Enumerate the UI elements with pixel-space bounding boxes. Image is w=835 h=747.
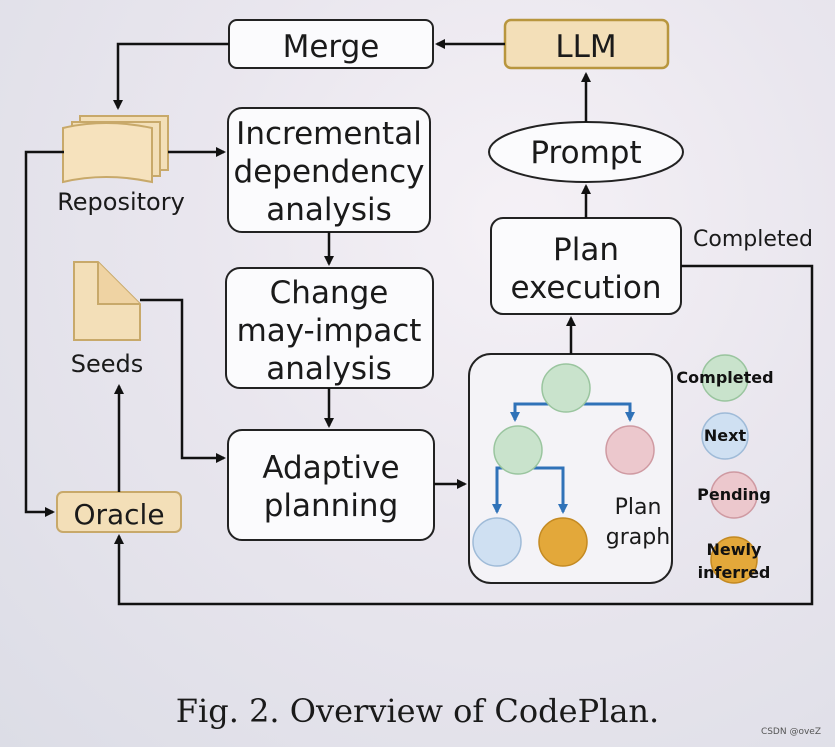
prompt-label: Prompt — [530, 135, 641, 171]
plan-execution-label-2: execution — [510, 270, 661, 306]
graph-node-newly-inferred — [538, 517, 588, 567]
seeds-icon — [73, 261, 141, 341]
legend-swatch-pending — [710, 471, 758, 519]
adaptive-label-1: Adaptive — [262, 450, 399, 486]
change-impact-box: Change may-impact analysis — [225, 267, 434, 389]
legend-pending-label: Pending — [697, 485, 771, 504]
plan-execution-label-1: Plan — [553, 232, 619, 268]
change-label-2: may-impact — [237, 313, 422, 349]
repository-label: Repository — [57, 188, 185, 216]
figure-caption: Fig. 2. Overview of CodePlan. — [175, 692, 660, 730]
codeplan-diagram: Merge LLM Prompt Plan execution Incremen… — [24, 18, 814, 606]
legend-swatch-completed — [701, 354, 749, 402]
graph-node-pending — [605, 425, 655, 475]
graph-node-completed-root — [541, 363, 591, 413]
prompt-ellipse: Prompt — [488, 121, 684, 183]
merge-label: Merge — [283, 29, 380, 65]
change-label-3: analysis — [266, 351, 392, 387]
legend-next-label: Next — [704, 426, 747, 445]
arrow-repository-to-oracle — [24, 150, 64, 517]
incremental-label-2: dependency — [234, 154, 425, 190]
change-label-1: Change — [270, 275, 389, 311]
completed-edge-label: Completed — [693, 227, 813, 252]
legend-swatch-next — [701, 412, 749, 460]
plan-graph-container: Plan graph — [468, 353, 673, 584]
legend-newly-label-2: inferred — [698, 563, 771, 582]
plan-graph-label-2: graph — [606, 525, 670, 550]
plan-execution-box: Plan execution — [490, 217, 682, 315]
arrow-seeds-to-adaptive — [140, 298, 226, 463]
legend-newly-label-1: Newly — [707, 540, 763, 559]
llm-box: LLM — [503, 18, 670, 70]
oracle-box: Oracle — [56, 491, 182, 533]
plan-graph-label-1: Plan — [615, 495, 662, 520]
seeds-label: Seeds — [71, 350, 144, 378]
repository-icon — [62, 115, 169, 184]
llm-label: LLM — [555, 29, 616, 65]
graph-edge-root-right — [565, 402, 635, 422]
arrow-merge-to-repository — [113, 42, 229, 110]
legend: Completed Next Pending Newly inferred — [676, 354, 774, 584]
legend-completed-label: Completed — [676, 368, 773, 387]
graph-node-next — [472, 517, 522, 567]
merge-box: Merge — [228, 19, 434, 69]
graph-node-completed — [493, 425, 543, 475]
legend-swatch-newly-inferred — [710, 536, 758, 584]
adaptive-label-2: planning — [264, 488, 399, 524]
incremental-label-3: analysis — [266, 192, 392, 228]
incremental-label-1: Incremental — [236, 116, 422, 152]
oracle-label: Oracle — [73, 498, 164, 531]
watermark: CSDN @oveZ — [760, 727, 821, 737]
arrow-completed-to-oracle — [114, 264, 814, 606]
incremental-analysis-box: Incremental dependency analysis — [227, 107, 431, 233]
adaptive-planning-box: Adaptive planning — [227, 429, 435, 541]
